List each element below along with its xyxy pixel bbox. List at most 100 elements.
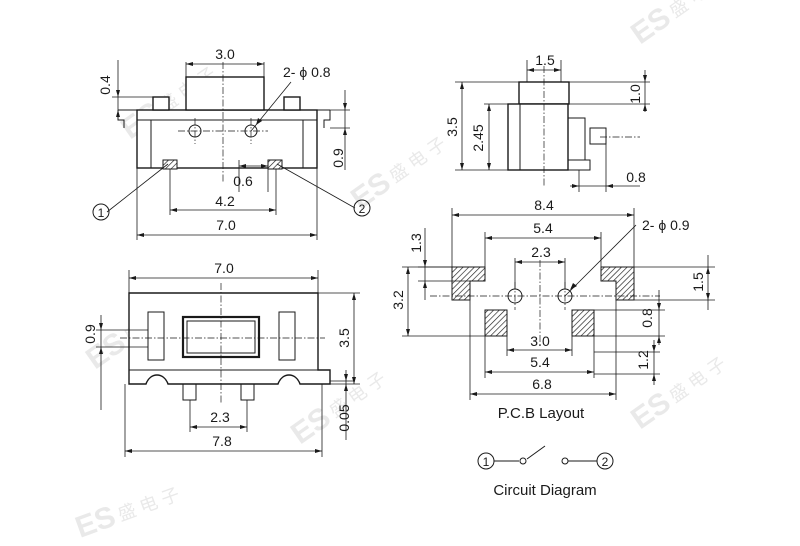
bottom-body bbox=[128, 292, 331, 385]
dim-arrow bbox=[470, 392, 477, 396]
pcb-pad-bottom-left bbox=[484, 309, 508, 337]
dim-pcb-lower-pad-height: 0.8 bbox=[639, 308, 655, 328]
side-terminal bbox=[589, 127, 607, 145]
watermark-chinese: 盛 电 子 bbox=[386, 133, 450, 186]
leader-line bbox=[564, 224, 637, 297]
dim-arrow bbox=[657, 303, 661, 310]
front-terminal-right bbox=[267, 159, 283, 170]
dim-front-peg-height: 0.9 bbox=[330, 148, 346, 168]
dim-front-top-offset: 0.4 bbox=[97, 75, 113, 95]
bottom-slot-left bbox=[147, 311, 165, 361]
side-view: 1.5 1.0 3.5 2.45 0.8 bbox=[444, 52, 650, 192]
dim-pcb-lower-pad-spacing: 3.0 bbox=[530, 333, 550, 349]
watermark-logo: ES bbox=[71, 500, 120, 545]
bottom-pin-left bbox=[182, 383, 197, 401]
side-foot bbox=[568, 159, 591, 171]
dim-arrow bbox=[572, 184, 579, 188]
dim-arrow bbox=[587, 370, 594, 374]
dim-arrow bbox=[240, 425, 247, 429]
dim-arrow bbox=[485, 236, 492, 240]
dim-arrow bbox=[527, 68, 534, 72]
callout-terminal-2 bbox=[353, 199, 371, 217]
pcb-pad-top-right bbox=[600, 266, 635, 301]
pcb-layout-caption: P.C.B Layout bbox=[498, 405, 585, 422]
circuit-node-1-label: 1 bbox=[483, 455, 490, 469]
dim-bottom-body-width: 7.0 bbox=[214, 260, 234, 276]
dim-bottom-pin-spacing: 2.3 bbox=[210, 409, 230, 425]
dim-arrow bbox=[186, 62, 193, 66]
side-body bbox=[507, 103, 569, 171]
dim-bottom-base-offset: 0.05 bbox=[336, 404, 352, 431]
dim-pcb-bottom-offset: 1.2 bbox=[635, 350, 651, 370]
dim-front-cap-width: 3.0 bbox=[215, 46, 235, 62]
dim-arrow bbox=[706, 293, 710, 300]
dim-arrow bbox=[125, 449, 132, 453]
dim-arrow bbox=[343, 128, 347, 135]
dim-arrow bbox=[99, 347, 103, 354]
leader-arrow bbox=[256, 118, 262, 125]
dim-arrow bbox=[352, 293, 356, 300]
dim-pcb-hole-spacing: 2.3 bbox=[531, 244, 551, 260]
dim-arrow bbox=[706, 267, 710, 274]
circuit-contact-right bbox=[561, 457, 569, 465]
dim-arrow bbox=[487, 104, 491, 111]
dim-side-cap-width: 1.5 bbox=[535, 52, 555, 68]
callout-leader bbox=[106, 163, 169, 213]
dim-arrow bbox=[311, 276, 318, 280]
dim-arrow bbox=[423, 260, 427, 267]
front-body bbox=[136, 109, 318, 169]
pcb-layout: 8.4 2- ϕ 0.9 5.4 2.3 1.3 3.2 bbox=[390, 197, 715, 422]
dim-arrow bbox=[643, 104, 647, 111]
dim-arrow bbox=[627, 213, 634, 217]
dim-arrow bbox=[239, 164, 246, 168]
dim-arrow bbox=[99, 323, 103, 330]
front-right-tab bbox=[323, 110, 331, 128]
dim-arrow bbox=[315, 449, 322, 453]
dim-arrow bbox=[423, 281, 427, 288]
dim-arrow bbox=[460, 163, 464, 170]
bottom-view: 7.0 0.9 3.5 0.05 2.3 7.8 bbox=[82, 260, 360, 457]
dim-arrow bbox=[129, 276, 136, 280]
watermark-chinese: 盛 电 子 bbox=[666, 353, 730, 406]
circuit-switch-blade bbox=[526, 445, 546, 460]
dim-bottom-body-height: 3.5 bbox=[336, 328, 352, 348]
bottom-pin-right bbox=[240, 383, 255, 401]
dim-side-body-height: 2.45 bbox=[470, 124, 486, 151]
dim-arrow bbox=[261, 164, 268, 168]
dim-arrow bbox=[190, 425, 197, 429]
dim-arrow bbox=[406, 329, 410, 336]
dim-arrow bbox=[643, 75, 647, 82]
dim-arrow bbox=[554, 68, 561, 72]
dim-arrow bbox=[452, 213, 459, 217]
dim-pcb-bottom-width: 6.8 bbox=[532, 376, 552, 392]
dim-arrow bbox=[565, 348, 572, 352]
dim-arrow bbox=[116, 90, 120, 97]
dim-front-peg-spacing-small: 0.6 bbox=[233, 173, 253, 189]
dim-arrow bbox=[657, 336, 661, 343]
dim-pcb-right-pad-height: 1.5 bbox=[690, 272, 706, 292]
dim-arrow bbox=[257, 62, 264, 66]
dim-arrow bbox=[310, 233, 317, 237]
dim-arrow bbox=[116, 110, 120, 117]
callout-terminal-1-label: 1 bbox=[98, 206, 105, 220]
pcb-pad-top-left bbox=[451, 266, 486, 301]
dim-bottom-slot-height: 0.9 bbox=[82, 324, 98, 344]
dim-arrow bbox=[606, 184, 613, 188]
dim-pcb-pad-span-top: 5.4 bbox=[533, 220, 553, 236]
dim-pcb-outer-width: 8.4 bbox=[534, 197, 554, 213]
dim-arrow bbox=[485, 370, 492, 374]
circuit-node-2 bbox=[596, 452, 614, 470]
dim-side-total-height: 3.5 bbox=[444, 117, 460, 137]
dim-arrow bbox=[170, 208, 177, 212]
dim-front-peg-spacing: 4.2 bbox=[215, 193, 235, 209]
dim-arrow bbox=[558, 260, 565, 264]
watermark-chinese: 盛 电 子 bbox=[666, 0, 730, 21]
leader-arrow bbox=[570, 283, 577, 290]
callout-terminal-1 bbox=[92, 203, 110, 221]
dim-arrow bbox=[609, 392, 616, 396]
dim-pcb-row-pitch: 3.2 bbox=[390, 290, 406, 310]
watermark-chinese: 盛 电 子 bbox=[115, 484, 182, 525]
pcb-pad-bottom-right bbox=[571, 309, 595, 337]
circuit-diagram-caption: Circuit Diagram bbox=[493, 482, 596, 499]
